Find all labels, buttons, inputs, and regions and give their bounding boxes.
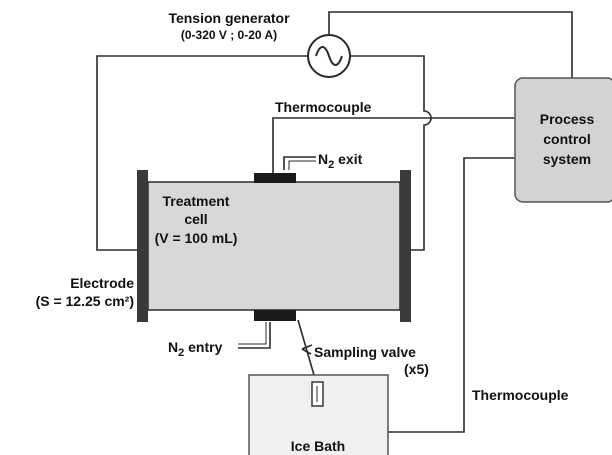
sampling-valve-icon — [301, 344, 313, 355]
cell-label-line3: (V = 100 mL) — [155, 230, 238, 246]
n2-entry-leader — [238, 322, 271, 349]
n2-exit-subscript: 2 — [328, 159, 334, 171]
process-control-line2: control — [543, 131, 590, 147]
ice-bath-label: Ice Bath — [291, 438, 345, 454]
process-control-line3: system — [543, 151, 591, 167]
n2-exit-port — [254, 173, 296, 183]
sampling-valve-label: Sampling valve — [314, 344, 416, 360]
n2-entry-port — [254, 310, 296, 321]
ice-bath-container — [248, 374, 389, 455]
electrode-label-line2: (S = 12.25 cm²) — [36, 293, 134, 309]
generator-range: (0-320 V ; 0-20 A) — [181, 28, 277, 42]
wire-generator-process-control — [328, 11, 573, 78]
wire-generator-left-electrode — [96, 55, 308, 251]
cell-label-line1: Treatment — [163, 193, 230, 209]
n2-exit-n: N — [318, 151, 328, 167]
n2-entry-text: entry — [184, 339, 222, 355]
generator-title: Tension generator — [168, 10, 290, 26]
n2-entry-n: N — [168, 339, 178, 355]
sampling-valve-count: (x5) — [404, 361, 429, 377]
n2-entry-subscript: 2 — [178, 347, 184, 359]
process-control-line1: Process — [540, 111, 595, 127]
thermocouple-bottom-label: Thermocouple — [472, 387, 569, 403]
n2-entry-leader-inner — [238, 322, 267, 345]
thermocouple-top-label: Thermocouple — [275, 99, 372, 115]
n2-exit-text: exit — [334, 151, 362, 167]
tension-generator — [307, 34, 351, 78]
n2-exit-label: N2 exit — [318, 151, 363, 171]
n2-exit-leader — [283, 156, 316, 170]
ac-sine-icon — [315, 46, 343, 66]
n2-exit-leader-inner — [288, 160, 316, 170]
right-electrode — [400, 170, 411, 322]
left-electrode — [137, 170, 148, 322]
cell-label-line2: cell — [184, 211, 207, 227]
n2-entry-label: N2 entry — [168, 339, 223, 359]
treatment-cell — [147, 181, 401, 311]
electrode-label-line1: Electrode — [70, 275, 134, 291]
process-control-box — [514, 77, 612, 203]
